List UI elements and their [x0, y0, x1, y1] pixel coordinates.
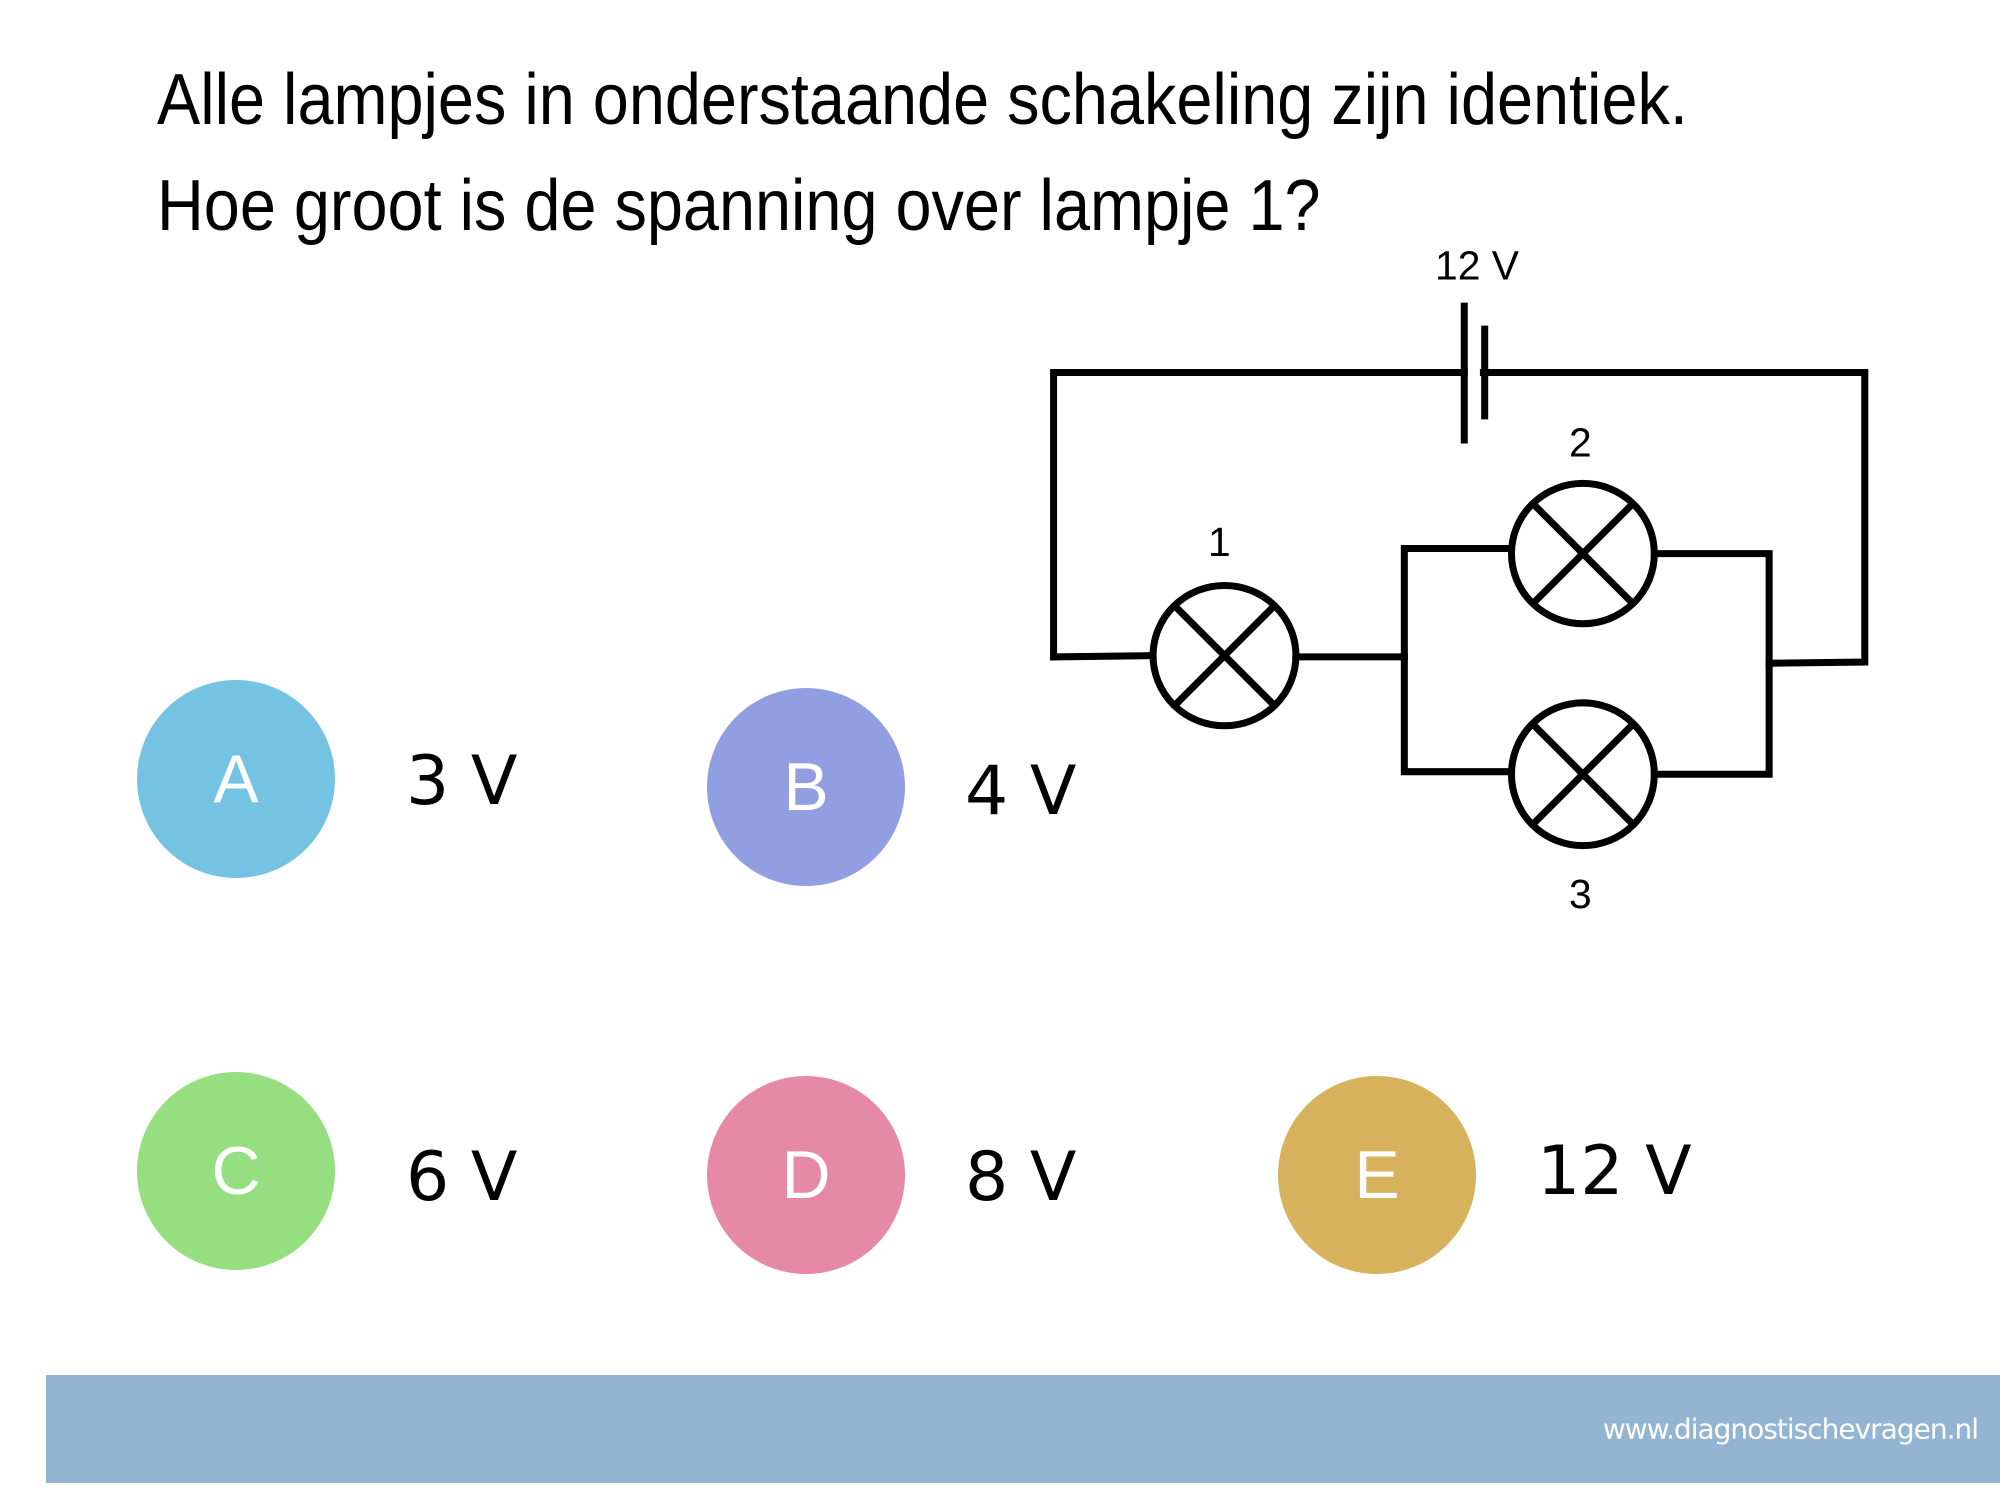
battery-voltage-label: 12 V	[1435, 242, 1520, 288]
option-a-answer: 3 V	[406, 742, 518, 821]
question-line-2: Hoe groot is de spanning over lampje 1?	[157, 166, 1321, 246]
option-a-letter: A	[213, 741, 259, 817]
option-b-answer: 4 V	[965, 752, 1077, 831]
option-e-button[interactable]: E	[1278, 1076, 1476, 1274]
wire-top-left	[1050, 368, 1468, 661]
lamp-3-icon	[1507, 699, 1658, 850]
lamp-2-icon	[1507, 479, 1658, 628]
option-d-letter: D	[781, 1137, 831, 1213]
option-b-button[interactable]: B	[707, 688, 905, 886]
lamp-1-icon	[1149, 581, 1300, 730]
wire-parallel-left	[1400, 544, 1515, 776]
wire-parallel-right	[1650, 550, 1773, 778]
option-b-letter: B	[783, 749, 829, 825]
option-e-answer: 12 V	[1537, 1132, 1692, 1211]
lamp-2-label: 2	[1569, 420, 1592, 466]
option-e-letter: E	[1354, 1137, 1400, 1213]
option-c-answer: 6 V	[406, 1138, 518, 1217]
option-d-button[interactable]: D	[707, 1076, 905, 1274]
footer-bar: www.diagnostischevragen.nl	[46, 1375, 2000, 1483]
lamp-1-label: 1	[1208, 519, 1231, 565]
wire-lamp1-left	[1050, 652, 1157, 661]
option-a-button[interactable]: A	[137, 680, 335, 878]
lamp-3-label: 3	[1569, 871, 1592, 917]
option-c-button[interactable]: C	[137, 1072, 335, 1270]
option-c-letter: C	[211, 1133, 261, 1209]
wire-top-right	[1479, 368, 1869, 667]
question-line-1: Alle lampjes in onderstaande schakeling …	[157, 60, 1688, 140]
footer-url: www.diagnostischevragen.nl	[1602, 1412, 1979, 1446]
option-d-answer: 8 V	[965, 1138, 1077, 1217]
